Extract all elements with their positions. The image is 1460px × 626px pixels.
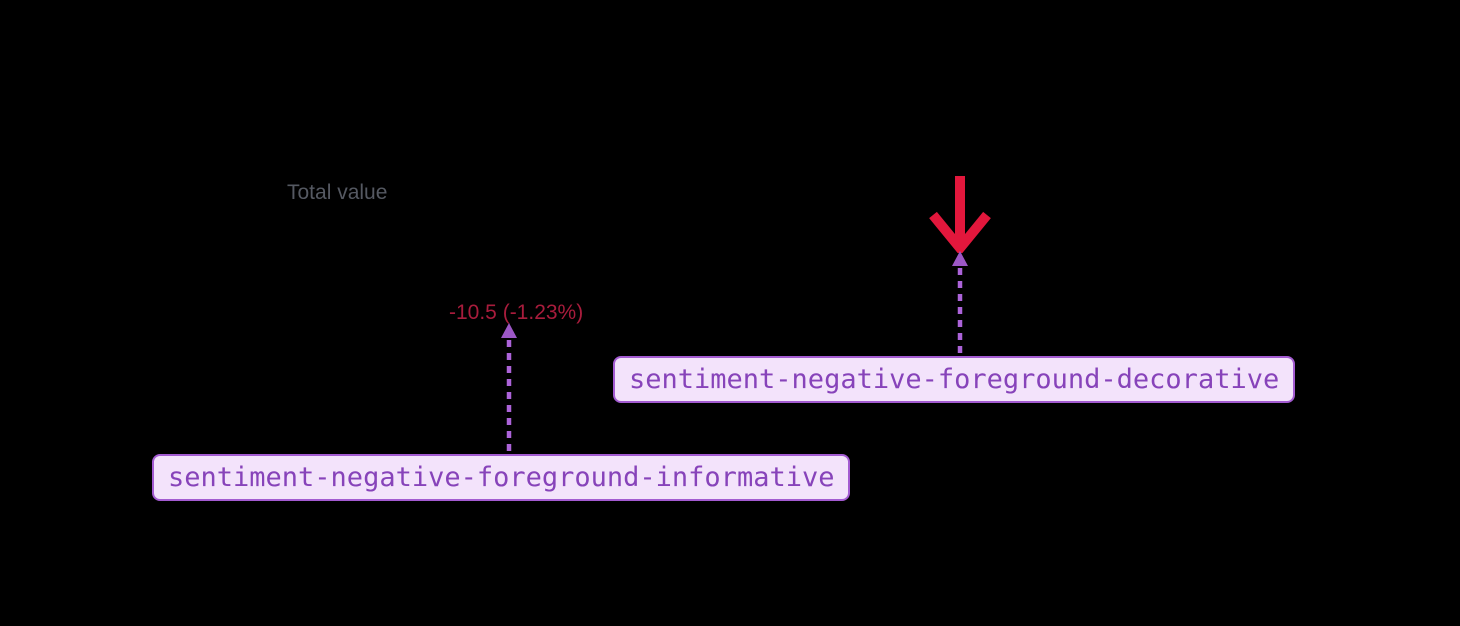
- negative-change-value: -10.5 (-1.23%): [449, 301, 584, 324]
- arrow-down-head: [929, 211, 991, 253]
- token-badge-informative: sentiment-negative-foreground-informativ…: [152, 454, 851, 501]
- total-value-label: Total value: [287, 181, 388, 204]
- annotation-arrow-decorative: [952, 251, 968, 356]
- annotation-arrow-informative: [501, 323, 517, 456]
- dashed-arrow-up-icon: [501, 323, 517, 338]
- dashed-arrow-up-icon: [952, 251, 968, 266]
- token-badge-decorative: sentiment-negative-foreground-decorative: [613, 356, 1296, 403]
- arrow-down-icon: [929, 176, 991, 253]
